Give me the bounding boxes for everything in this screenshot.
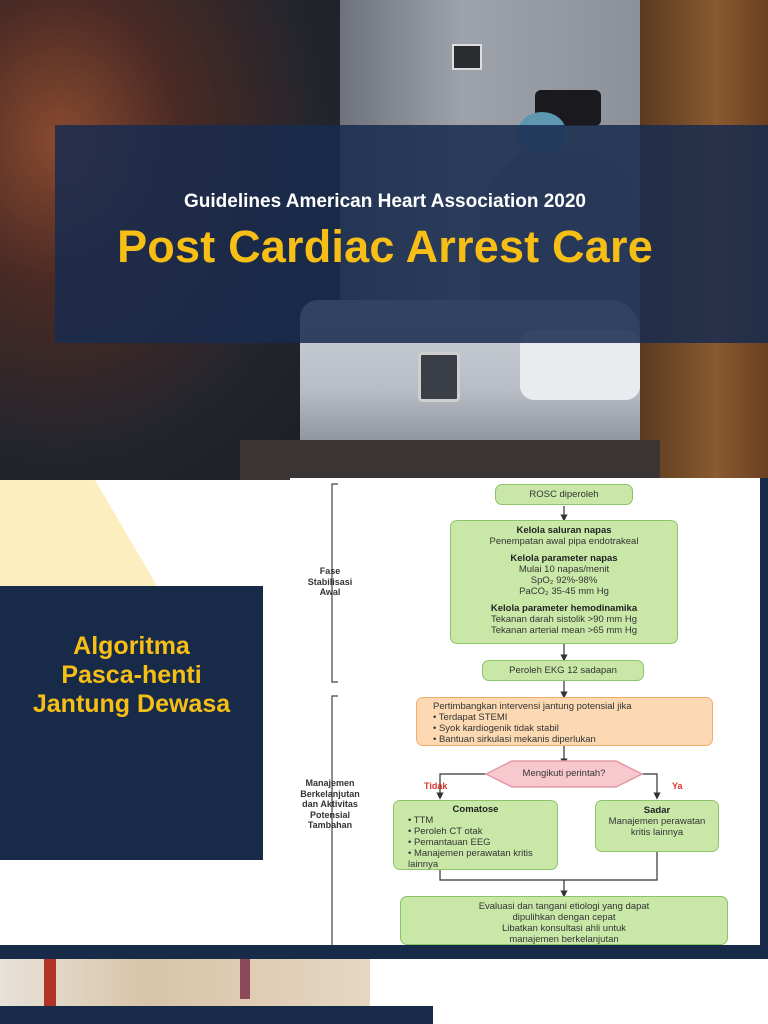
page-title: Post Cardiac Arrest Care <box>117 221 653 272</box>
floor <box>240 440 660 480</box>
decision-label: Mengikuti perintah? <box>512 768 616 782</box>
final-line-2: dipulihkan dengan cepat <box>512 912 616 923</box>
decision-text: Mengikuti perintah? <box>522 768 606 779</box>
branch-no-label: Tidak <box>424 781 448 791</box>
cardiac-list: Terdapat STEMI Syok kardiogenik tidak st… <box>423 712 706 745</box>
algorithm-title-line-1: Algoritma <box>73 632 190 660</box>
hemo-line-2: Tekanan arterial mean >65 mm Hg <box>490 625 637 636</box>
wall-sign <box>452 44 482 70</box>
cardiac-title: Pertimbangkan intervensi jantung potensi… <box>433 701 632 712</box>
algorithm-title-box: Algoritma Pasca-henti Jantung Dewasa <box>0 586 263 860</box>
comatose-item: Peroleh CT otak <box>408 826 553 837</box>
phase-label-initial-stabilization: Fase Stabilisasi Awal <box>307 566 353 597</box>
bottom-photo <box>0 959 370 1007</box>
node-cardiac-intervention: Pertimbangkan intervensi jantung potensi… <box>416 697 713 746</box>
phase-label-ongoing-management: Manajemen Berkelanjutan dan Aktivitas Po… <box>300 778 360 830</box>
final-line-3: Libatkan konsultasi ahli untuk <box>501 923 627 934</box>
node-ekg-label: Peroleh EKG 12 sadapan <box>509 665 617 676</box>
comatose-title: Comatose <box>452 804 499 815</box>
node-final-evaluation: Evaluasi dan tangani etiologi yang dapat… <box>400 896 728 945</box>
bed-monitor <box>418 352 460 402</box>
node-stabilization: Kelola saluran napas Penempatan awal pip… <box>450 520 678 644</box>
flowchart: Fase Stabilisasi Awal Manajemen Berkelan… <box>290 478 760 953</box>
algorithm-title-line-2: Pasca-henti <box>61 661 202 689</box>
page-subtitle: Guidelines American Heart Association 20… <box>184 191 586 212</box>
cardiac-item: Terdapat STEMI <box>433 712 706 723</box>
hemo-line-1: Tekanan darah sistolik >90 mm Hg <box>490 614 637 625</box>
comatose-item: Pemantauan EEG <box>408 837 553 848</box>
hemo-title: Kelola parameter hemodinamika <box>490 603 638 614</box>
node-rosc: ROSC diperoleh <box>495 484 633 505</box>
airway-title: Kelola saluran napas <box>516 525 612 536</box>
aware-title: Sadar <box>643 805 671 816</box>
aware-text: Manajemen perawatan kritis lainnya <box>608 816 706 838</box>
resp-line-3: PaCO₂ 35-45 mm Hg <box>519 586 609 597</box>
photo-detail <box>240 959 250 999</box>
algorithm-title-line-3: Jantung Dewasa <box>32 690 231 718</box>
final-line-4: manajemen berkelanjutan <box>509 934 619 945</box>
node-ekg: Peroleh EKG 12 sadapan <box>482 660 644 681</box>
section-divider <box>0 945 768 959</box>
node-aware: Sadar Manajemen perawatan kritis lainnya <box>595 800 719 852</box>
cardiac-item: Bantuan sirkulasi mekanis diperlukan <box>433 734 706 745</box>
comatose-item: Manajemen perawatan kritis lainnya <box>408 848 553 870</box>
resp-title: Kelola parameter napas <box>510 553 618 564</box>
final-line-1: Evaluasi dan tangani etiologi yang dapat <box>478 901 650 912</box>
resp-line-1: Mulai 10 napas/menit <box>518 564 610 575</box>
airway-text: Penempatan awal pipa endotrakeal <box>489 536 639 547</box>
resp-line-2: SpO₂ 92%-98% <box>530 575 598 586</box>
flowchart-right-border <box>760 478 768 953</box>
title-band: Guidelines American Heart Association 20… <box>55 125 768 343</box>
photo-detail <box>44 959 56 1007</box>
comatose-item: TTM <box>408 815 553 826</box>
node-comatose: Comatose TTM Peroleh CT otak Pemantauan … <box>393 800 558 870</box>
hero-photo: Guidelines American Heart Association 20… <box>0 0 768 480</box>
node-rosc-label: ROSC diperoleh <box>529 489 599 500</box>
cardiac-item: Syok kardiogenik tidak stabil <box>433 723 706 734</box>
comatose-list: TTM Peroleh CT otak Pemantauan EEG Manaj… <box>398 815 553 870</box>
branch-yes-label: Ya <box>672 781 683 791</box>
bottom-navy-bar <box>0 1006 433 1024</box>
